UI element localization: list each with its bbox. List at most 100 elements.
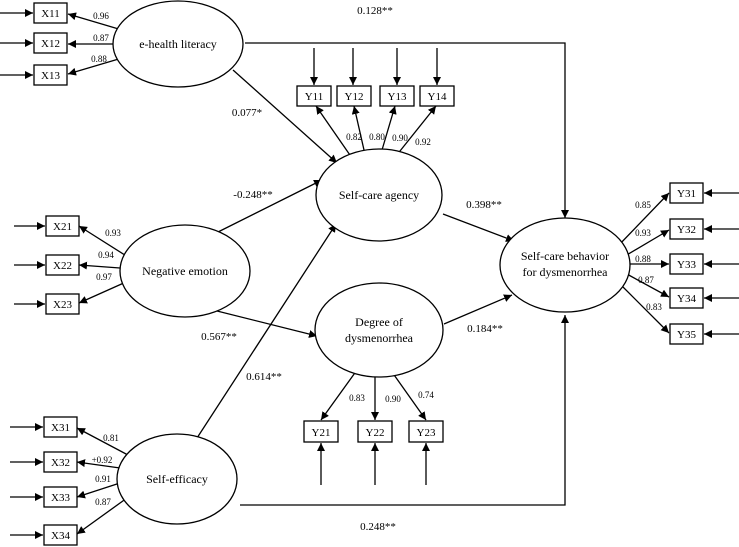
latent-label-behavior-line1: Self-care behavior: [521, 249, 609, 263]
loading-arrow-y34: [624, 272, 670, 298]
loading-arrow-x22: [78, 261, 121, 270]
indicator-box-x31: [43, 416, 78, 438]
path-agency-to-behavior: [442, 213, 515, 242]
loading-arrow-y12: [351, 105, 365, 151]
latent-label-agency: Self-care agency: [339, 188, 419, 202]
latent-label-behavior-line2: for dysmenorrhea: [523, 265, 609, 279]
latent-label-ehealth: e-health literacy: [139, 37, 217, 51]
indicator-label-y22: Y22: [366, 427, 385, 439]
path-negative-to-agency: [209, 179, 323, 237]
coef-degree-behavior: 0.184**: [467, 323, 503, 335]
indicator-box-x13: [33, 64, 68, 86]
indicator-label-y31: Y31: [677, 188, 696, 200]
loading-arrow-x23: [78, 281, 127, 304]
loading-arrow-y35: [616, 280, 670, 334]
loading-arrow-x13: [67, 57, 123, 76]
loading-arrow-y21: [320, 369, 358, 421]
loading-x12: 0.87: [93, 33, 109, 43]
indicator-label-x33: X33: [51, 492, 70, 504]
loading-y21: 0.83: [349, 393, 365, 403]
indicator-box-y35: [669, 323, 704, 345]
loading-arrow-y32: [624, 229, 670, 257]
loading-arrow-y11: [315, 105, 353, 159]
degree-of-dysmenorrhea-block: Y21 Y22 Y23 0.83 0.90 0.74 Degree of dys…: [303, 282, 444, 485]
latent-negative-emotion: [119, 224, 251, 318]
coef-selfeff-agency: 0.614**: [246, 371, 282, 383]
coef-ehealth-behavior: 0.128**: [357, 5, 393, 17]
indicator-label-x13: X13: [41, 70, 60, 82]
loading-y32: 0.93: [635, 228, 651, 238]
indicator-box-x12: [33, 32, 68, 54]
indicator-label-y35: Y35: [677, 329, 696, 341]
loading-y13: 0.90: [392, 133, 408, 143]
loading-y12: 0.80: [369, 132, 385, 142]
path-selfeff-to-agency: [196, 223, 337, 439]
loading-arrow-x11: [67, 12, 123, 31]
latent-label-degree-line2: dysmenorrhea: [345, 331, 414, 345]
indicator-box-y32: [669, 218, 704, 240]
loading-arrow-x32: [76, 459, 121, 469]
loading-y34: 0.87: [638, 275, 654, 285]
loading-y31: 0.85: [635, 200, 651, 210]
indicator-label-x21: X21: [53, 221, 72, 233]
latent-self-care-agency: [315, 148, 443, 242]
loading-x33: 0.91: [95, 474, 111, 484]
indicator-label-y14: Y14: [428, 91, 447, 103]
path-negative-to-degree: [204, 307, 318, 338]
latent-degree-of-dysmenorrhea: [314, 282, 444, 378]
loading-x22: 0.94: [98, 250, 114, 260]
indicator-label-y13: Y13: [388, 91, 407, 103]
indicator-label-y34: Y34: [677, 293, 696, 305]
indicator-label-y33: Y33: [677, 259, 696, 271]
indicator-box-y14: [419, 85, 455, 107]
loading-x34: 0.87: [95, 497, 111, 507]
ehealth-literacy-block: X11 X12 X13 0.96 0.87 0.88 e-health lite…: [0, 0, 244, 88]
indicator-box-y13: [379, 85, 415, 107]
path-selfeff-to-behavior: [240, 315, 569, 506]
loading-y22: 0.90: [385, 394, 401, 404]
indicator-label-x11: X11: [41, 8, 60, 20]
latent-label-selfeff: Self-efficacy: [146, 472, 208, 486]
loading-arrow-x31: [76, 427, 129, 456]
loading-arrow-y13: [381, 105, 397, 151]
loading-y23: 0.74: [418, 390, 434, 400]
indicator-box-y11: [296, 85, 332, 107]
coef-agency-behavior: 0.398**: [466, 199, 502, 211]
loading-x31: 0.81: [103, 433, 119, 443]
loading-x13: 0.88: [91, 54, 107, 64]
negative-emotion-block: X21 X22 X23 0.93 0.94 0.97 Negative emot…: [14, 215, 251, 318]
loading-x11: 0.96: [93, 11, 109, 21]
indicator-label-y21: Y21: [312, 427, 331, 439]
coef-ehealth-agency: 0.077*: [232, 107, 262, 119]
coef-negative-agency: -0.248**: [233, 189, 272, 201]
indicator-label-x22: X22: [53, 260, 72, 272]
indicator-box-y33: [669, 253, 704, 275]
loading-x21: 0.93: [105, 228, 121, 238]
indicator-box-y12: [336, 85, 372, 107]
loading-x23: 0.97: [96, 272, 112, 282]
indicator-label-x23: X23: [53, 299, 72, 311]
loading-y33: 0.88: [635, 254, 651, 264]
indicator-box-x32: [43, 451, 78, 473]
path-ehealth-to-agency: [232, 69, 338, 164]
path-ehealth-to-behavior: [245, 42, 569, 218]
loading-arrow-x34: [76, 497, 128, 535]
loading-y35: 0.83: [646, 302, 662, 312]
loading-arrow-x33: [76, 482, 121, 499]
loading-x32: +0.92: [92, 455, 113, 465]
indicator-box-y22: [357, 420, 393, 443]
indicator-box-y23: [408, 420, 444, 443]
indicator-box-y31: [669, 182, 704, 204]
indicator-box-x11: [33, 2, 68, 24]
path-degree-to-behavior: [443, 294, 513, 325]
indicator-box-y21: [303, 420, 339, 443]
loading-y11: 0.82: [346, 132, 362, 142]
latent-self-care-behavior: [499, 217, 631, 313]
latent-label-degree-line1: Degree of: [355, 315, 403, 329]
indicator-label-x34: X34: [51, 530, 70, 542]
indicator-box-x21: [45, 215, 80, 237]
loading-arrow-x21: [78, 225, 129, 258]
indicator-box-x22: [45, 254, 80, 276]
latent-label-negative: Negative emotion: [142, 264, 228, 278]
